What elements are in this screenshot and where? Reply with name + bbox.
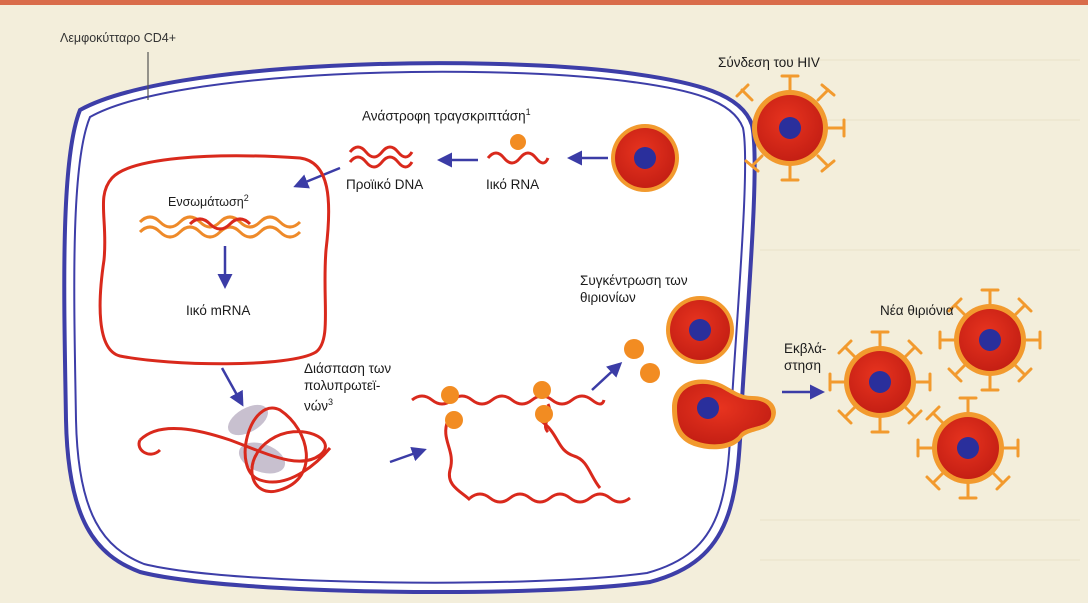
- new-virion-1-icon: [830, 332, 930, 432]
- cell-name-label: Λεμφοκύτταρο CD4+: [60, 30, 176, 47]
- reverse-transcriptase-label: Ανάστροφη τραγσκριπτάση1: [362, 104, 531, 125]
- assembly-label: Συγκέντρωση των θιριονίων: [580, 272, 688, 306]
- viral-rna-label: Ιικό RNA: [486, 176, 539, 193]
- budding-label: Εκβλά- στηση: [784, 340, 826, 374]
- reverse-transcriptase-text: Ανάστροφη τραγσκριπτάση: [362, 109, 526, 124]
- assembling-virion-icon: [666, 296, 734, 364]
- binding-label: Σύνδεση του HIV: [718, 54, 820, 71]
- integration-note: 2: [244, 193, 249, 203]
- entering-virion-icon: [611, 124, 679, 192]
- new-virions-label: Νέα θιριόνια: [880, 302, 954, 319]
- cleavage-note: 3: [328, 397, 333, 407]
- integration-label: Ενσωμάτωση2: [168, 190, 249, 211]
- viral-mrna-label: Ιικό mRNA: [186, 302, 250, 319]
- reverse-transcriptase-note: 1: [526, 107, 531, 117]
- proviral-dna-label: Προϊικό DNA: [346, 176, 423, 193]
- new-virion-2-icon: [940, 290, 1040, 390]
- cleavage-label: Διάσπαση των πολυπρωτεϊ- νών3: [304, 360, 391, 415]
- integration-text: Ενσωμάτωση: [168, 195, 244, 209]
- cleavage-text: Διάσπαση των πολυπρωτεϊ- νών: [304, 361, 391, 414]
- top-edge-strip: [0, 0, 1088, 5]
